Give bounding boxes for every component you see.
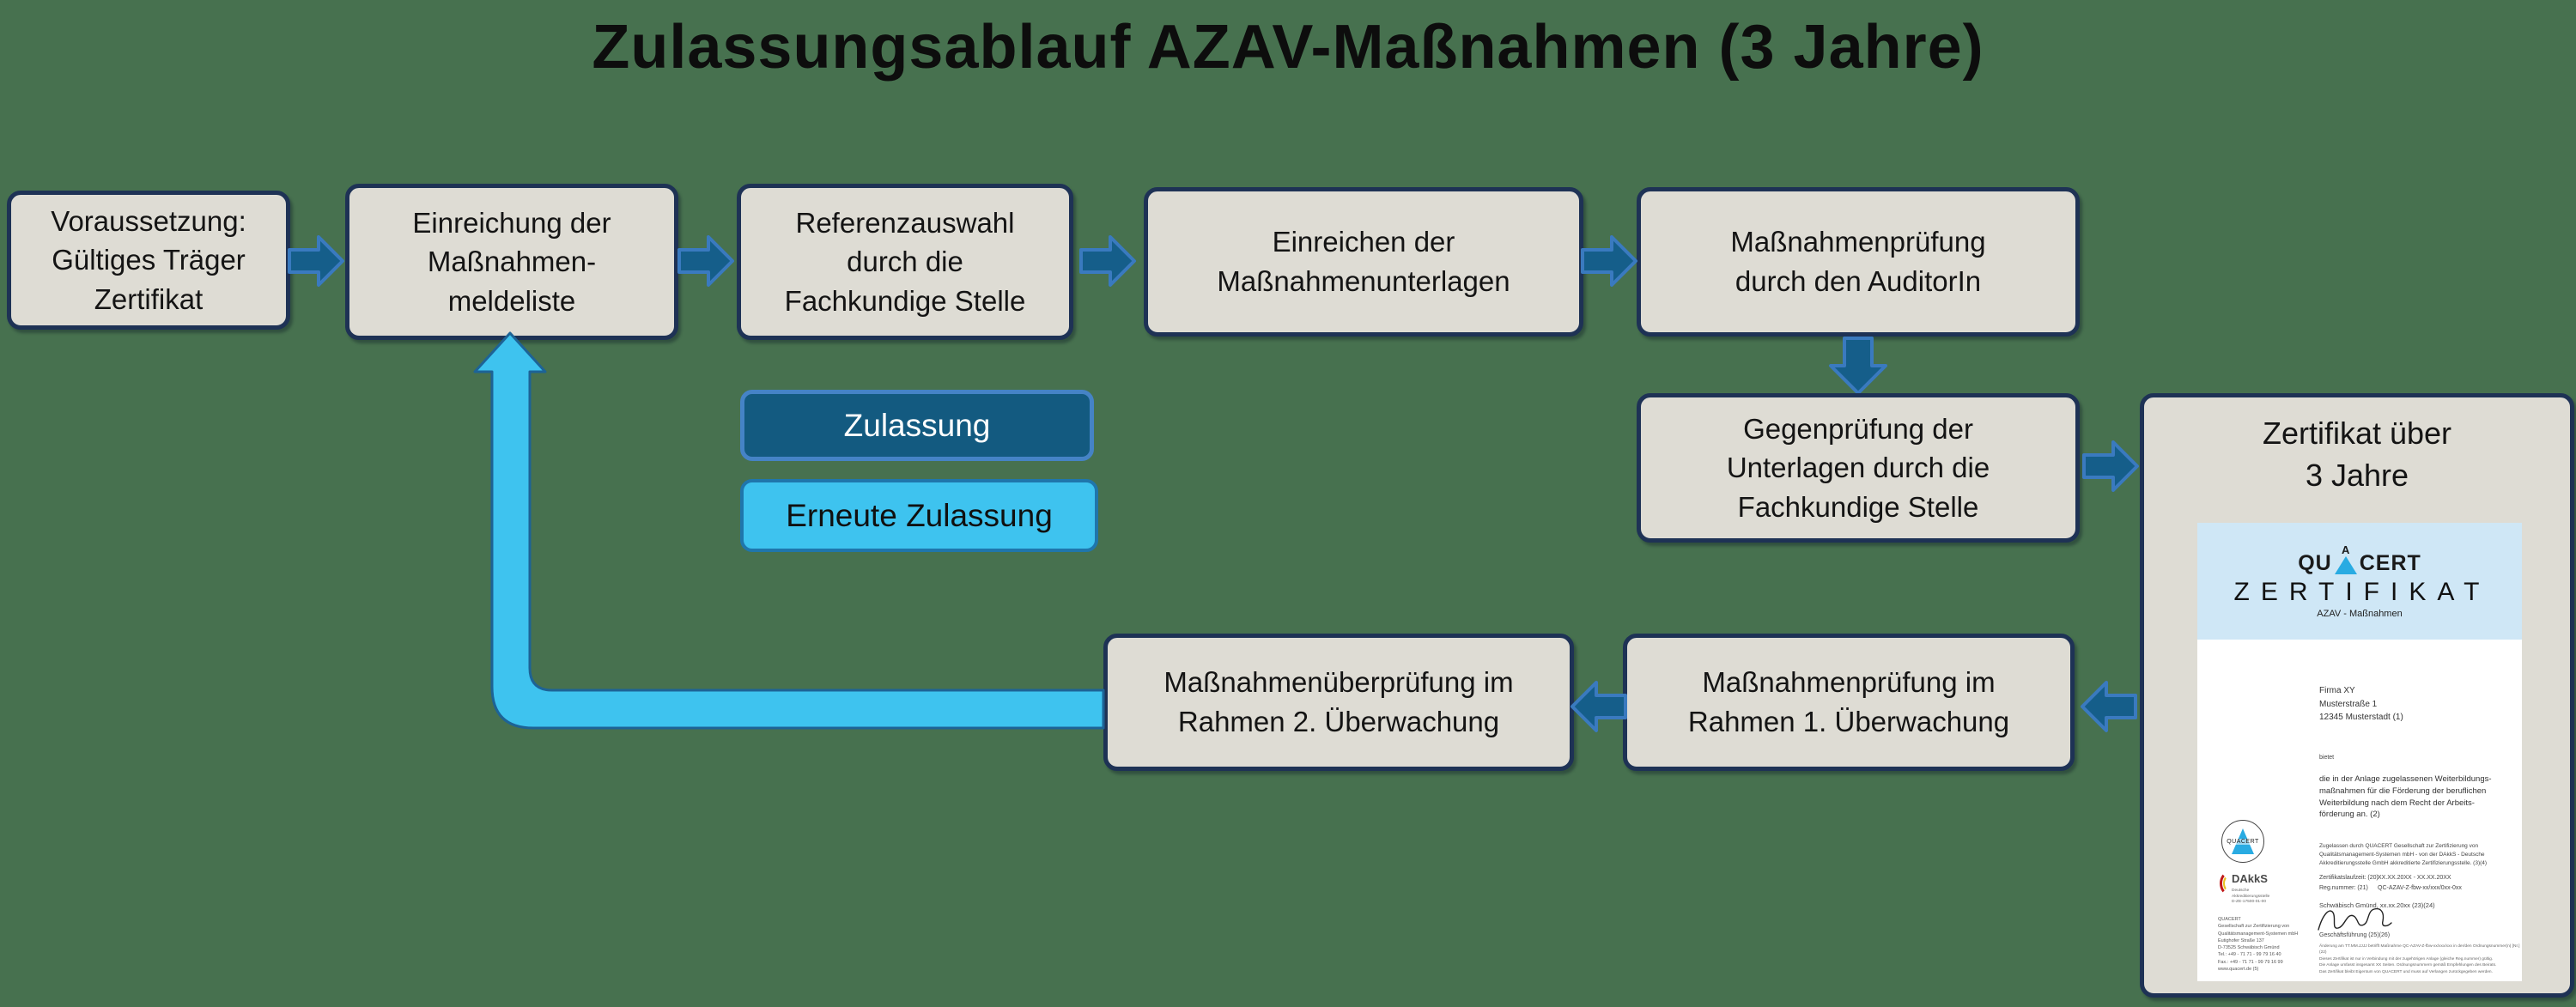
quacert-logo-cert: CERT (2359, 550, 2421, 575)
legend-zulassung-label: Zulassung (843, 407, 991, 443)
quacert-triangle-icon (2334, 555, 2357, 574)
certificate-place-date: Schwäbisch Gmünd, xx.xx.20xx (23)(24) (2319, 901, 2435, 909)
quacert-seal-label: QUACERT (2226, 838, 2260, 845)
quacert-seal-icon: QUACERT (2221, 820, 2264, 863)
flow-box-label: Maßnahmenprüfung durch den AuditorIn (1730, 226, 1986, 297)
legend-erneute-zulassung-label: Erneute Zulassung (786, 497, 1053, 533)
quacert-logo-qu: QU (2298, 550, 2332, 575)
arrow-right-icon (1079, 235, 1136, 287)
arrow-right-icon (2082, 440, 2139, 492)
certificate-heading: Zertifikat über 3 Jahre (2262, 416, 2452, 493)
certificate-regnummer-value: QC-AZAV-Z-fbw-xx/xxx/0xx-0xx (2378, 885, 2462, 891)
dakks-sublabel: Deutsche Akkreditierungsstelle D-ZE-1750… (2232, 889, 2270, 905)
certificate-header-band: QU A CERT ZERTIFIKAT AZAV - Maßnahmen (2197, 523, 2522, 640)
arrow-right-icon (677, 235, 734, 287)
legend-erneute-zulassung: Erneute Zulassung (740, 479, 1098, 552)
flow-box-pruefung-1: Maßnahmenprüfung im Rahmen 1. Überwachun… (1623, 634, 2075, 771)
flow-box-einreichung-meldeliste: Einreichung der Maßnahmen- meldeliste (345, 184, 678, 340)
flow-box-label: Einreichung der Maßnahmen- meldeliste (412, 206, 611, 317)
quacert-logo-a: A (2342, 543, 2350, 556)
flow-box-label: Maßnahmenüberprüfung im Rahmen 2. Überwa… (1163, 666, 1514, 737)
certificate-regnummer-label: Reg.nummer: (21) (2319, 885, 2368, 891)
arrow-right-icon (288, 235, 344, 287)
certificate-signature-role: Geschäftsführung (25)(26) (2319, 932, 2391, 938)
flow-box-label: Einreichen der Maßnahmenunterlagen (1217, 226, 1510, 297)
flow-box-label: Voraussetzung: Gültiges Träger Zertifika… (51, 204, 246, 315)
flow-box-label: Referenzauswahl durch die Fachkundige St… (784, 206, 1026, 317)
flow-box-einreichen-unterlagen: Einreichen der Maßnahmenunterlagen (1144, 187, 1583, 337)
flow-box-massnahmenpruefung-auditor: Maßnahmenprüfung durch den AuditorIn (1637, 187, 2080, 337)
page-title: Zulassungsablauf AZAV-Maßnahmen (3 Jahre… (592, 13, 1984, 82)
dakks-arc-icon (2220, 871, 2230, 895)
flow-box-label: Maßnahmenprüfung im Rahmen 1. Überwachun… (1687, 666, 2010, 737)
certificate-word: ZERTIFIKAT (2233, 577, 2491, 606)
flow-box-gegenpruefung: Gegenprüfung der Unterlagen durch die Fa… (1637, 393, 2080, 543)
arrow-left-icon (1571, 681, 1627, 732)
flow-box-referenzauswahl: Referenzauswahl durch die Fachkundige St… (737, 184, 1073, 340)
certificate-bietet: bietet (2319, 755, 2335, 761)
arrow-down-icon (1829, 337, 1887, 395)
flow-box-voraussetzung: Voraussetzung: Gültiges Träger Zertifika… (7, 191, 290, 330)
certificate-body-paragraph: die in der Anlage zugelassenen Weiterbil… (2319, 774, 2492, 820)
certificate-recipient: Firma XY Musterstraße 1 12345 Musterstad… (2319, 686, 2403, 722)
dakks-label: DAkkS (2232, 872, 2268, 885)
dakks-logo: DAkkS Deutsche Akkreditierungsstelle D-Z… (2220, 871, 2269, 906)
certificate-result-box: Zertifikat über 3 Jahre QU A CERT ZERTIF… (2140, 393, 2574, 998)
return-elbow-arrow-icon (473, 331, 1105, 730)
certificate-address-block: QUACERT Gesellschaft zur Zertifizierung … (2218, 917, 2299, 972)
certificate-fine-print: Änderung am TT.MM.JJJJ betrifft Maßnahme… (2319, 944, 2520, 974)
legend-zulassung: Zulassung (740, 390, 1094, 461)
flow-box-ueberpruefung-2: Maßnahmenüberprüfung im Rahmen 2. Überwa… (1103, 634, 1574, 771)
arrow-left-icon (2081, 681, 2137, 732)
certificate-laufzeit-label: Zertifikatslaufzeit: (20) (2319, 875, 2379, 881)
certificate-page: QU A CERT ZERTIFIKAT AZAV - Maßnahmen Fi… (2197, 523, 2522, 981)
flow-box-label: Gegenprüfung der Unterlagen durch die Fa… (1726, 412, 1990, 523)
arrow-right-icon (1581, 235, 1637, 287)
quacert-logo: QU A CERT (2298, 544, 2421, 574)
certificate-subtitle: AZAV - Maßnahmen (2317, 608, 2403, 619)
certificate-accreditation: Zugelassen durch QUACERT Gesellschaft zu… (2319, 843, 2488, 866)
signature-icon (2318, 907, 2392, 931)
certificate-laufzeit-value: XX.XX.20XX - XX.XX.20XX (2378, 875, 2451, 881)
